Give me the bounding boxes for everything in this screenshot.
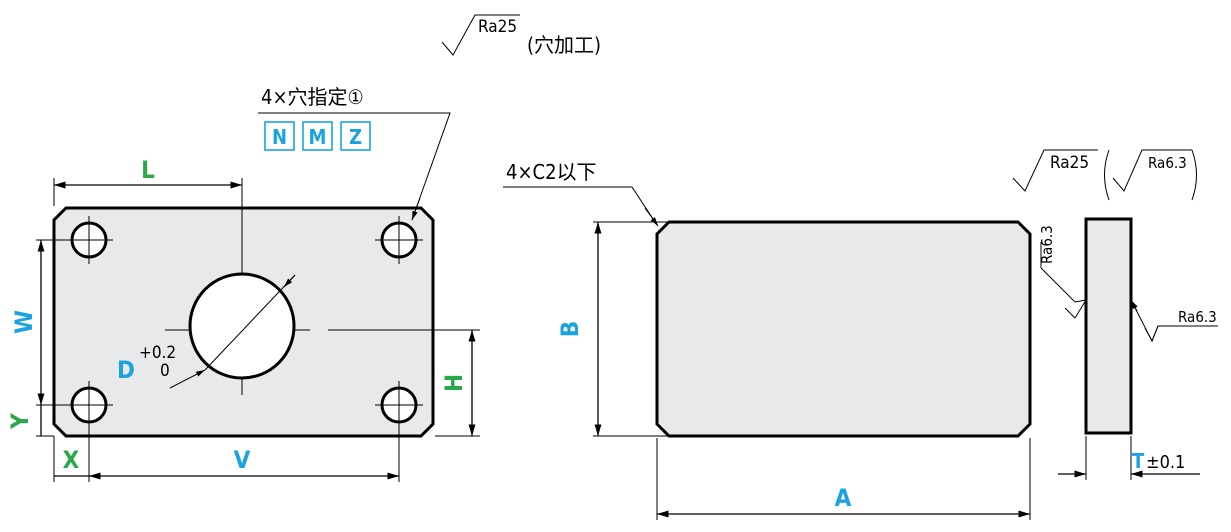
dim-label-L: L (141, 156, 155, 184)
hole-spec-leader (258, 112, 451, 221)
dimension-B: B (556, 221, 668, 437)
chamfer-label: 4×C2以下 (506, 160, 597, 184)
side-finish-ra-outer: Ra25 (1050, 153, 1089, 173)
top-surface-finish-symbol: Ra25 (穴加工) (441, 14, 601, 57)
dim-label-H: H (440, 374, 468, 392)
chamfer-leader (503, 186, 658, 226)
hole-option-N-box (264, 121, 295, 151)
hole-option-N: N (272, 125, 287, 149)
hole-spec-label: 4×穴指定① (261, 85, 364, 109)
left-face-finish-leader (1040, 267, 1087, 303)
dim-label-T: T (1132, 449, 1145, 473)
dim-label-X: X (63, 446, 80, 474)
dimension-D: D +0.2 0 (117, 343, 176, 384)
plate-side (1084, 217, 1133, 435)
plate-blank (655, 220, 1032, 438)
left-face-ra: Ra6.3 (1038, 225, 1056, 264)
side-view: Ra6.3 Ra6.3 (1038, 217, 1218, 435)
hole-spec-callout: 4×穴指定① N M Z (258, 85, 451, 221)
dim-label-Y: Y (6, 413, 34, 430)
dimension-A: A (656, 438, 1031, 520)
hole-option-M-box (302, 121, 333, 151)
blank-plate-view: 4×C2以下 (503, 160, 1032, 438)
right-face-ra: Ra6.3 (1178, 308, 1217, 326)
center-hole (188, 272, 296, 380)
dim-label-A: A (835, 484, 852, 512)
hole-center-marks (65, 216, 423, 429)
dimension-L: L (53, 156, 243, 206)
dimension-T: T ±0.1 (1058, 436, 1200, 480)
dim-T-tol: ±0.1 (1146, 452, 1185, 473)
top-finish-ra: Ra25 (478, 17, 517, 37)
dimension-H: H (435, 330, 480, 437)
side-finish-symbols: Ra25 Ra6.3 (1012, 149, 1197, 201)
dim-label-D: D (117, 356, 135, 384)
side-finish-ra-inner: Ra6.3 (1148, 154, 1187, 172)
front-view (52, 190, 480, 438)
hole-option-Z-box (340, 121, 371, 151)
diameter-line (204, 274, 296, 371)
dim-label-B: B (556, 321, 584, 337)
dim-label-V: V (234, 446, 251, 474)
hole-option-Z: Z (349, 125, 362, 149)
hole-option-M: M (309, 125, 327, 149)
dimension-Y: Y (6, 405, 54, 437)
dim-D-tol-plus: +0.2 (139, 343, 176, 363)
dim-label-W: W (10, 310, 38, 334)
dimension-X-V: X V (53, 420, 400, 482)
dimension-W: W (10, 239, 72, 406)
top-finish-note: (穴加工) (527, 33, 601, 57)
dim-D-tol-zero: 0 (160, 361, 170, 381)
diameter-leader (169, 369, 206, 389)
